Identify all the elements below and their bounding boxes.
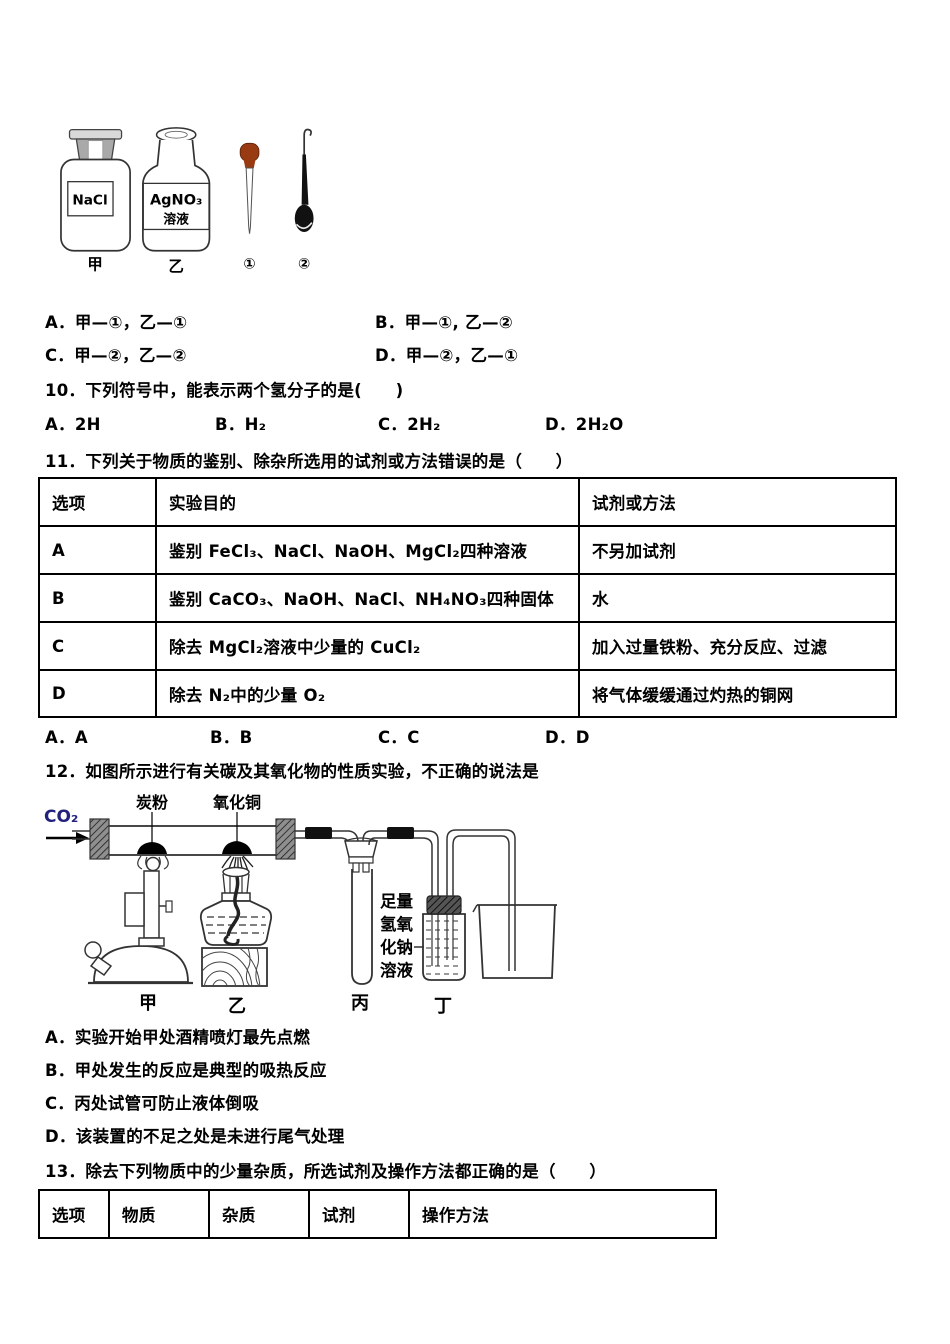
bottle1-label: NaCl xyxy=(72,193,107,209)
q9-option-a: A．甲—①，乙—① xyxy=(45,313,188,332)
charcoal-mound xyxy=(137,842,167,854)
q13-header-impurity: 杂质 xyxy=(208,1189,310,1239)
q10-option-a: A．2H xyxy=(45,415,101,434)
q12-option-a: A．实验开始甲处酒精喷灯最先点燃 xyxy=(45,1028,311,1047)
q13-header-substance: 物质 xyxy=(108,1189,210,1239)
q13-header-option: 选项 xyxy=(38,1189,110,1239)
q10-stem: 10．下列符号中，能表示两个氢分子的是( ) xyxy=(45,381,404,400)
spoon-icon xyxy=(294,128,314,233)
q12-option-c: C．丙处试管可防止液体倒吸 xyxy=(45,1094,260,1113)
q11-row-d-option: D xyxy=(38,669,157,718)
carbon-oxides-apparatus-diagram: CO₂ 炭粉 氧化铜 xyxy=(44,793,557,1017)
q13-table: 选项 物质 杂质 试剂 操作方法 xyxy=(38,1189,717,1239)
table-header-row: 选项 实验目的 试剂或方法 xyxy=(38,477,897,527)
table-row: C 除去 MgCl₂溶液中少量的 CuCl₂ 加入过量铁粉、充分反应、过滤 xyxy=(38,621,897,671)
svg-text:足量: 足量 xyxy=(380,892,414,911)
caption-circle1: ① xyxy=(243,257,255,273)
left-stopper xyxy=(89,818,110,860)
co2-gas-label: CO₂ xyxy=(44,807,78,827)
wood-block xyxy=(201,947,268,987)
dropper-icon xyxy=(239,142,260,234)
q11-header-option: 选项 xyxy=(38,477,157,527)
q11-row-c-purpose: 除去 MgCl₂溶液中少量的 CuCl₂ xyxy=(155,621,580,671)
q11-row-d-purpose: 除去 N₂中的少量 O₂ xyxy=(155,669,580,718)
q9-option-d: D．甲—②，乙—① xyxy=(375,346,519,365)
table-header-row: 选项 物质 杂质 试剂 操作方法 xyxy=(38,1189,717,1239)
alcohol-blast-lamp xyxy=(84,855,193,985)
q11-row-d-method: 将气体缓缓通过灼热的铜网 xyxy=(578,669,897,718)
table-row: B 鉴别 CaCO₃、NaOH、NaCl、NH₄NO₃四种固体 水 xyxy=(38,573,897,623)
lamp-jia-caption: 甲 xyxy=(139,993,157,1014)
rubber-connector xyxy=(305,827,332,839)
q12-option-d: D．该装置的不足之处是未进行尾气处理 xyxy=(45,1127,345,1146)
q11-header-method: 试剂或方法 xyxy=(578,477,897,527)
svg-text:氢氧: 氢氧 xyxy=(380,914,414,934)
right-stopper xyxy=(275,818,296,860)
q12-stem: 12．如图所示进行有关碳及其氧化物的性质实验，不正确的说法是 xyxy=(45,762,539,781)
q11-row-a-purpose: 鉴别 FeCl₃、NaCl、NaOH、MgCl₂四种溶液 xyxy=(155,525,580,575)
q10-option-b: B．H₂ xyxy=(215,415,267,434)
naoh-bottle xyxy=(422,895,466,981)
svg-text:溶液: 溶液 xyxy=(380,960,414,980)
bottle-nacl: NaCl xyxy=(60,128,131,252)
reaction-tube xyxy=(99,825,286,856)
q11-header-purpose: 实验目的 xyxy=(155,477,580,527)
bottle-ding-caption: 丁 xyxy=(434,996,452,1017)
reagent-tools-figure: NaCl AgNO₃ 溶液 甲 乙 ① ② xyxy=(60,127,314,275)
charcoal-label: 炭粉 xyxy=(136,793,168,812)
copper-oxide-label: 氧化铜 xyxy=(212,793,261,812)
naoh-solution-label: 足量 氢氧 化钠 溶液 xyxy=(380,892,424,980)
q11-row-b-method: 水 xyxy=(578,573,897,623)
q11-row-b-option: B xyxy=(38,573,157,623)
q11-answer-b: B．B xyxy=(210,728,253,747)
lamp-yi-caption: 乙 xyxy=(228,996,246,1017)
q13-header-operation: 操作方法 xyxy=(408,1189,717,1239)
caption-yi: 乙 xyxy=(168,257,183,275)
alcohol-lamp xyxy=(199,866,273,946)
tube-bing-caption: 丙 xyxy=(351,993,369,1014)
q11-row-b-purpose: 鉴别 CaCO₃、NaOH、NaCl、NH₄NO₃四种固体 xyxy=(155,573,580,623)
table-row: A 鉴别 FeCl₃、NaCl、NaOH、MgCl₂四种溶液 不另加试剂 xyxy=(38,525,897,575)
q11-row-c-option: C xyxy=(38,621,157,671)
q13-stem: 13．除去下列物质中的少量杂质，所选试剂及操作方法都正确的是（ ） xyxy=(45,1162,607,1181)
q11-table: 选项 实验目的 试剂或方法 A 鉴别 FeCl₃、NaCl、NaOH、MgCl₂… xyxy=(38,477,897,718)
safety-test-tube xyxy=(344,837,378,985)
q13-header-reagent: 试剂 xyxy=(308,1189,410,1239)
rubber-connector xyxy=(387,827,414,839)
q10-option-c: C．2H₂ xyxy=(378,415,441,434)
q11-row-a-option: A xyxy=(38,525,157,575)
beaker xyxy=(472,904,557,979)
bottle-agno3: AgNO₃ 溶液 xyxy=(142,127,211,252)
q11-answer-c: C．C xyxy=(378,728,420,747)
q10-option-d: D．2H₂O xyxy=(545,415,624,434)
caption-jia: 甲 xyxy=(87,256,102,274)
copper-oxide-mound xyxy=(222,841,252,854)
q11-row-a-method: 不另加试剂 xyxy=(578,525,897,575)
bottle-stopper xyxy=(426,895,462,915)
q9-option-c: C．甲—②，乙—② xyxy=(45,346,187,365)
caption-circle2: ② xyxy=(298,257,310,273)
q11-answer-d: D．D xyxy=(545,728,590,747)
bottle2-label-line2: 溶液 xyxy=(163,211,189,227)
table-row: D 除去 N₂中的少量 O₂ 将气体缓缓通过灼热的铜网 xyxy=(38,669,897,718)
q9-option-b: B．甲—①, 乙—② xyxy=(375,313,514,332)
q11-answer-a: A．A xyxy=(45,728,88,747)
q12-option-b: B．甲处发生的反应是典型的吸热反应 xyxy=(45,1061,327,1080)
svg-text:化钠: 化钠 xyxy=(380,937,413,957)
q11-row-c-method: 加入过量铁粉、充分反应、过滤 xyxy=(578,621,897,671)
q11-stem: 11．下列关于物质的鉴别、除杂所选用的试剂或方法错误的是（ ） xyxy=(45,452,573,471)
bottle2-label-line1: AgNO₃ xyxy=(150,193,202,209)
